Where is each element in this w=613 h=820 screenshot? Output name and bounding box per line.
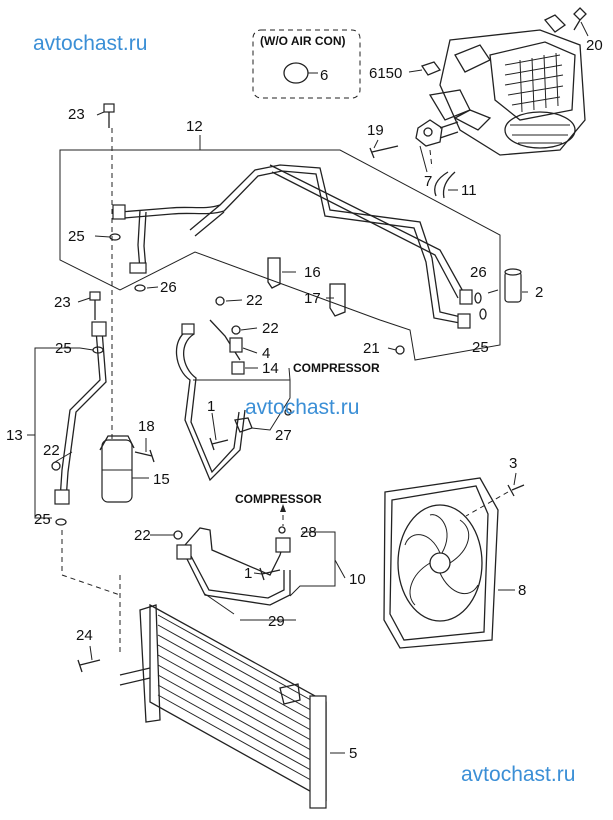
callout-4: 4 [262,345,270,362]
callout-17: 17 [304,290,321,307]
callout-25-right: 25 [472,339,489,356]
callout-26-right: 26 [470,264,487,281]
leader-lines [27,21,589,754]
note-compressor-upper: COMPRESSOR [293,361,380,375]
pipe-assembly-12 [112,164,473,329]
callout-8: 8 [518,582,526,599]
bolt-18 [134,449,155,463]
nut-22-left [51,461,61,471]
callout-1-upper: 1 [207,398,215,415]
callout-22-left: 22 [43,442,60,459]
liquid-line-10 [176,527,291,606]
bolt-1-upper [209,437,229,451]
callout-18: 18 [138,418,155,435]
hose-13 [54,321,107,526]
o-ring-26-right [474,292,482,304]
callout-15: 15 [153,471,170,488]
bolt-20 [573,7,587,31]
callout-20: 20 [586,37,603,54]
hose-11 [434,171,456,199]
callout-10: 10 [349,571,366,588]
nut-22-top [215,296,225,306]
callout-6150: 6150 [369,65,402,82]
callout-25-a: 25 [68,228,85,245]
watermark-middle: avtochast.ru [245,396,360,419]
callout-21: 21 [363,340,380,357]
callout-14: 14 [262,360,279,377]
watermark-bottom: avtochast.ru [461,763,576,786]
o-ring-upper-compressor [284,408,292,416]
callout-1-lower: 1 [244,565,252,582]
callout-7: 7 [424,173,432,190]
note-compressor-lower: COMPRESSOR [235,492,322,506]
clamp-17 [329,283,346,317]
clamp-16 [267,257,281,289]
o-ring-26-left [134,284,146,292]
note-wo-air-con: (W/O AIR CON) [260,34,346,48]
arrow-compressor-lower [280,504,286,512]
callout-27: 27 [275,427,292,444]
bracket-14 [193,379,291,431]
cap-2 [504,268,522,303]
callout-13: 13 [6,427,23,444]
bolt-3 [507,484,525,497]
callout-3: 3 [509,455,517,472]
callout-22-mid: 22 [262,320,279,337]
callout-22-lower: 22 [134,527,151,544]
evaporator-unit [428,14,586,156]
bolt-24 [77,659,101,673]
callout-29: 29 [268,613,285,630]
condenser-5 [119,603,327,809]
bolt-23-top [103,103,115,128]
o-ring-25-right [479,308,487,320]
callout-25-b: 25 [55,340,72,357]
nut-22-mid [231,325,241,335]
callout-28: 28 [300,524,317,541]
watermark-top: avtochast.ru [33,32,148,55]
callout-24: 24 [76,627,93,644]
expansion-valve [415,119,459,147]
callout-19: 19 [367,122,384,139]
callout-25-d: 25 [34,511,51,528]
wo-air-con-box [252,29,361,99]
bolt-23-mid [89,291,101,320]
callout-5: 5 [349,745,357,762]
bracket-12 [59,149,501,361]
callout-22-top: 22 [246,292,263,309]
callout-16: 16 [304,264,321,281]
callout-26-left: 26 [160,279,177,296]
receiver-drier-15 [99,435,135,503]
callout-2: 2 [535,284,543,301]
part-6150-clip [420,61,442,76]
o-ring-lower-compressor [278,526,286,534]
nut-22-lower [173,530,183,540]
discharge-line [175,319,253,482]
cooling-fan-8 [383,477,499,649]
bolt-19 [369,145,399,159]
callout-11: 11 [461,182,477,199]
callout-6: 6 [320,67,328,84]
callout-23-top: 23 [68,106,85,123]
callout-23-mid: 23 [54,294,71,311]
nut-21 [395,345,405,355]
callout-12: 12 [186,118,203,135]
